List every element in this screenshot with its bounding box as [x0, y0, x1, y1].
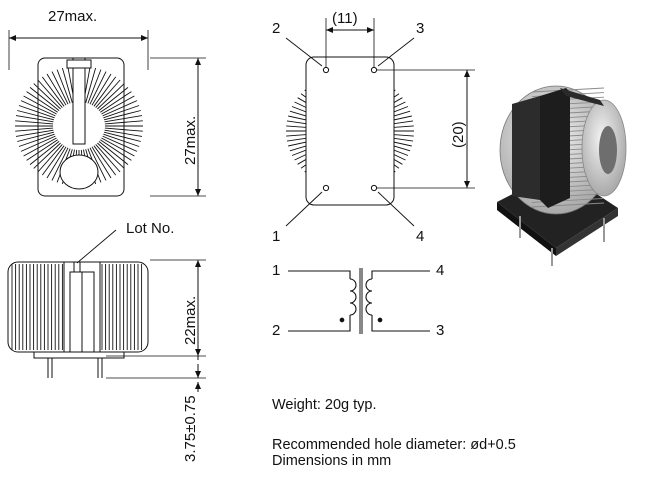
schematic — [288, 268, 430, 334]
top-width-dimension: 27max. — [48, 8, 98, 25]
pin-label-2: 2 — [272, 20, 281, 37]
pin-pitch-x-dimension: (11) — [332, 10, 358, 27]
pin-label-4: 4 — [416, 228, 425, 245]
side-view — [7, 229, 206, 392]
component-photo — [497, 85, 627, 266]
lot-no-label: Lot No. — [126, 220, 175, 237]
schematic-pin-3: 3 — [436, 322, 445, 339]
top-view — [8, 30, 206, 197]
schematic-pin-4: 4 — [436, 262, 445, 279]
schematic-pin-2: 2 — [272, 322, 281, 339]
bottom-view — [285, 18, 475, 227]
side-height-dimension: 22max. — [182, 295, 199, 345]
pin-label-3: 3 — [416, 20, 425, 37]
pin-label-1: 1 — [272, 228, 281, 245]
hole-diameter-note: Recommended hole diameter: ød+0.5 — [272, 437, 516, 453]
schematic-pin-1: 1 — [272, 262, 281, 279]
top-height-dimension: 27max. — [182, 115, 199, 165]
pin-length-dimension: 3.75±0.75 — [182, 395, 199, 462]
units-note: Dimensions in mm — [272, 453, 392, 469]
pin-pitch-y-dimension: (20) — [450, 121, 467, 148]
weight-note: Weight: 20g typ. — [272, 397, 377, 413]
